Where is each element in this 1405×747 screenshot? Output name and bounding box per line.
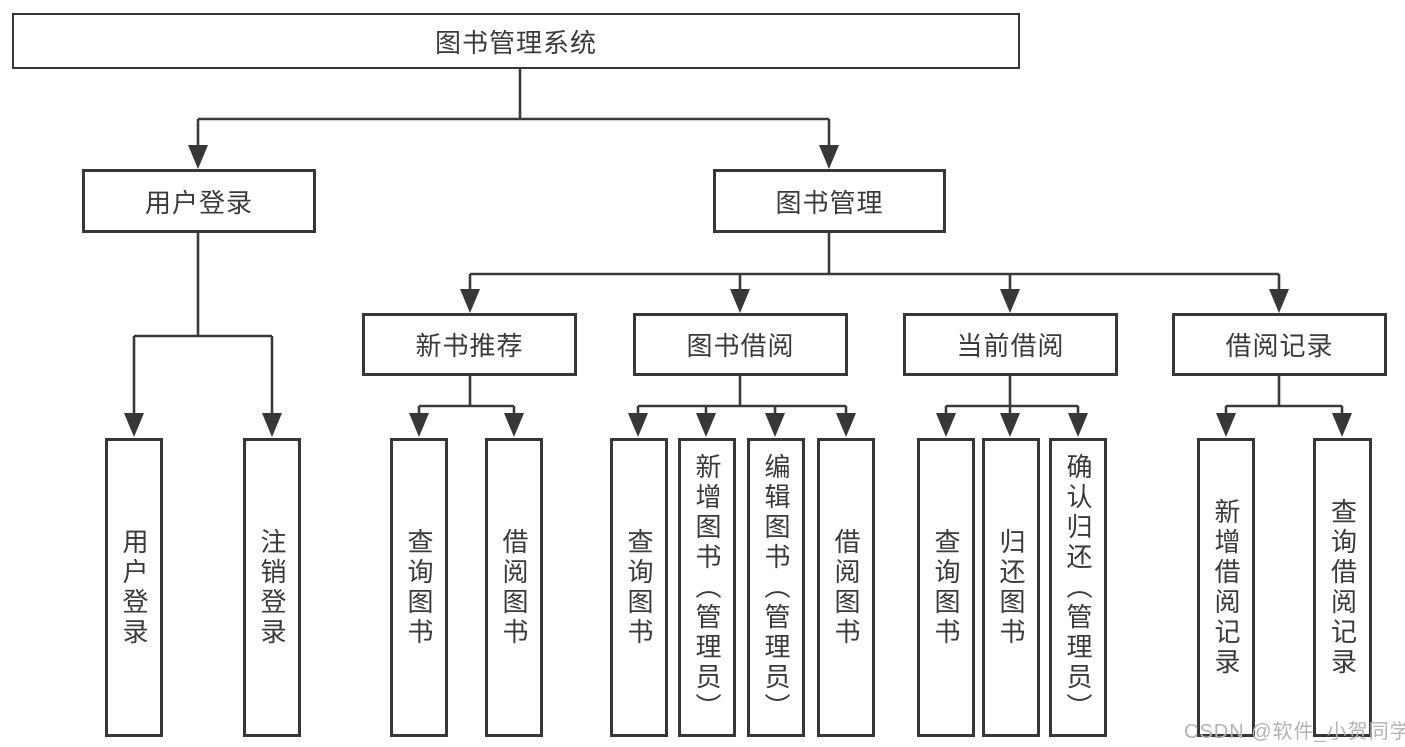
node-user-login-label: 用户登录 bbox=[144, 187, 253, 218]
leaf-query-books-current: 查询图书 bbox=[917, 438, 975, 737]
leaf-query-borrow-record-label: 查询借阅记录 bbox=[1327, 497, 1358, 678]
leaf-logout-login-label: 注销登录 bbox=[257, 527, 287, 648]
node-library-system-label: 图书管理系统 bbox=[434, 27, 597, 58]
leaf-borrow-books-borrowing: 借阅图书 bbox=[817, 438, 875, 737]
leaf-confirm-return-admin: 确认归还（管理员） bbox=[1049, 438, 1107, 737]
leaf-add-books-admin-label: 新增图书（管理员） bbox=[692, 452, 722, 723]
leaf-add-books-admin: 新增图书（管理员） bbox=[678, 438, 736, 737]
leaf-borrow-books-recommend: 借阅图书 bbox=[485, 438, 543, 737]
node-book-management-label: 图书管理 bbox=[775, 187, 884, 218]
node-new-book-recommendation: 新书推荐 bbox=[362, 313, 577, 376]
node-library-system: 图书管理系统 bbox=[12, 13, 1020, 69]
leaf-edit-books-admin: 编辑图书（管理员） bbox=[747, 438, 805, 737]
leaf-add-borrow-record: 新增借阅记录 bbox=[1197, 438, 1255, 737]
leaf-user-login: 用户登录 bbox=[105, 438, 163, 737]
leaf-logout-login: 注销登录 bbox=[243, 438, 301, 737]
node-user-login: 用户登录 bbox=[82, 169, 316, 233]
node-new-book-recommendation-label: 新书推荐 bbox=[415, 331, 524, 361]
leaf-return-books-label: 归还图书 bbox=[996, 527, 1026, 648]
node-current-borrowing-label: 当前借阅 bbox=[956, 331, 1065, 361]
leaf-query-borrow-record: 查询借阅记录 bbox=[1313, 438, 1372, 737]
leaf-borrow-books-borrowing-label: 借阅图书 bbox=[831, 527, 861, 648]
node-borrowing-records: 借阅记录 bbox=[1172, 313, 1387, 376]
leaf-return-books: 归还图书 bbox=[982, 438, 1040, 737]
leaf-query-books-borrowing: 查询图书 bbox=[610, 438, 668, 737]
leaf-edit-books-admin-label: 编辑图书（管理员） bbox=[761, 452, 791, 723]
leaf-borrow-books-recommend-label: 借阅图书 bbox=[499, 527, 529, 648]
node-book-management: 图书管理 bbox=[713, 169, 946, 233]
node-book-borrowing-label: 图书借阅 bbox=[686, 331, 795, 361]
node-current-borrowing: 当前借阅 bbox=[903, 313, 1118, 376]
leaf-confirm-return-admin-label: 确认归还（管理员） bbox=[1063, 452, 1093, 723]
node-book-borrowing: 图书借阅 bbox=[633, 313, 848, 376]
leaf-query-books-recommend-label: 查询图书 bbox=[404, 527, 434, 648]
watermark: CSDN @软件_小贺同学 bbox=[1184, 721, 1405, 743]
leaf-query-books-current-label: 查询图书 bbox=[931, 527, 961, 648]
leaf-add-borrow-record-label: 新增借阅记录 bbox=[1211, 497, 1241, 678]
leaf-query-books-borrowing-label: 查询图书 bbox=[624, 527, 654, 648]
leaf-user-login-label: 用户登录 bbox=[119, 527, 149, 648]
leaf-query-books-recommend: 查询图书 bbox=[390, 438, 448, 737]
node-borrowing-records-label: 借阅记录 bbox=[1225, 331, 1334, 361]
